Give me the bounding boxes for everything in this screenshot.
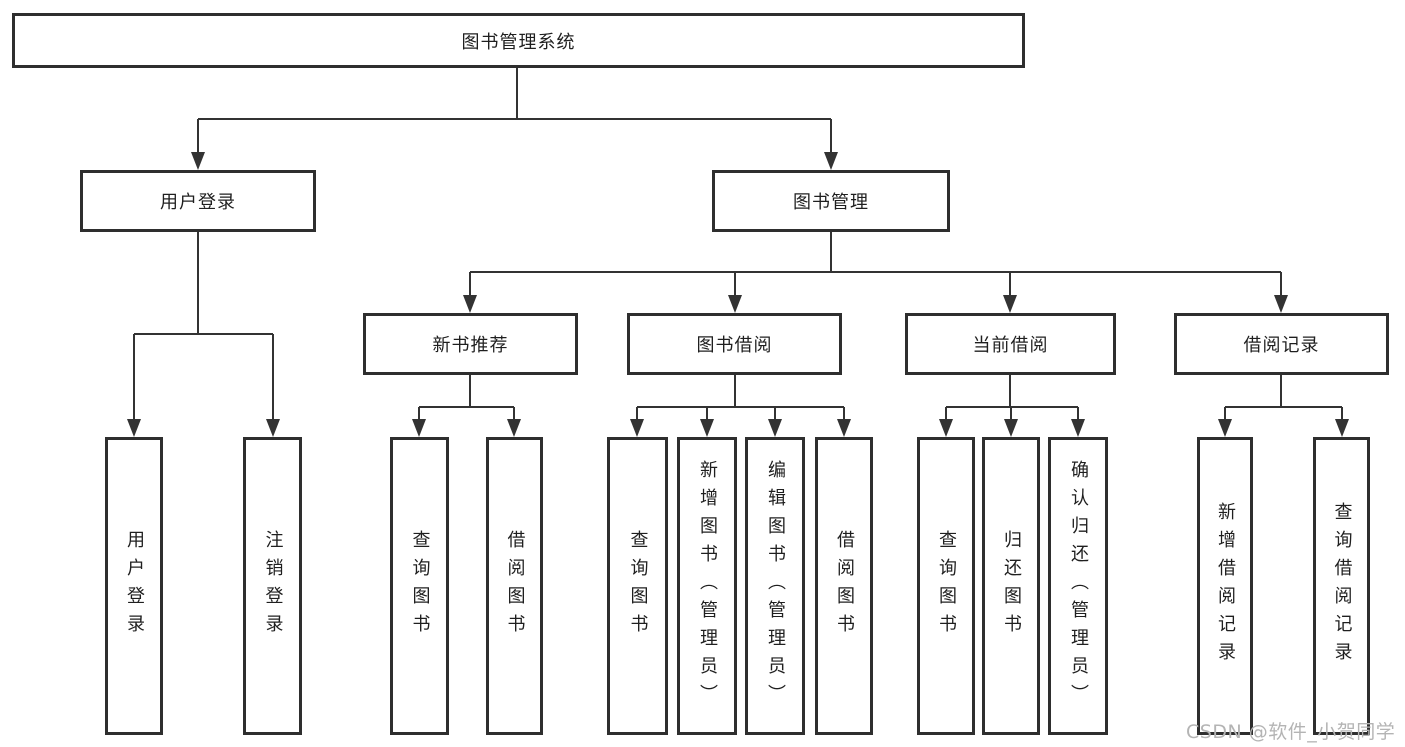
node-user-login-branch: 用户登录 bbox=[80, 170, 316, 232]
leaf-confirm-return-admin: 确认归还（管理员） bbox=[1048, 437, 1108, 735]
node-borrow-records: 借阅记录 bbox=[1174, 313, 1389, 375]
leaf-add-borrow-record: 新增借阅记录 bbox=[1197, 437, 1253, 735]
node-root-library-system: 图书管理系统 bbox=[12, 13, 1025, 68]
connector-lines bbox=[133, 68, 1343, 421]
leaf-borrow-books: 借阅图书 bbox=[815, 437, 873, 735]
node-current-borrow: 当前借阅 bbox=[905, 313, 1116, 375]
node-book-management-branch: 图书管理 bbox=[712, 170, 950, 232]
leaf-add-books-admin: 新增图书（管理员） bbox=[677, 437, 737, 735]
node-new-book-recommend: 新书推荐 bbox=[363, 313, 578, 375]
leaf-query-borrow-record: 查询借阅记录 bbox=[1313, 437, 1370, 735]
leaf-query-books-current: 查询图书 bbox=[917, 437, 975, 735]
leaf-logout: 注销登录 bbox=[243, 437, 302, 735]
csdn-watermark: CSDN @软件_小贺同学 bbox=[1186, 721, 1396, 743]
leaf-user-login: 用户登录 bbox=[105, 437, 163, 735]
leaf-query-books-recommend: 查询图书 bbox=[390, 437, 449, 735]
leaf-borrow-books-recommend: 借阅图书 bbox=[486, 437, 543, 735]
node-book-borrow: 图书借阅 bbox=[627, 313, 842, 375]
leaf-return-books: 归还图书 bbox=[982, 437, 1040, 735]
leaf-query-books-borrow: 查询图书 bbox=[607, 437, 668, 735]
leaf-edit-books-admin: 编辑图书（管理员） bbox=[745, 437, 805, 735]
